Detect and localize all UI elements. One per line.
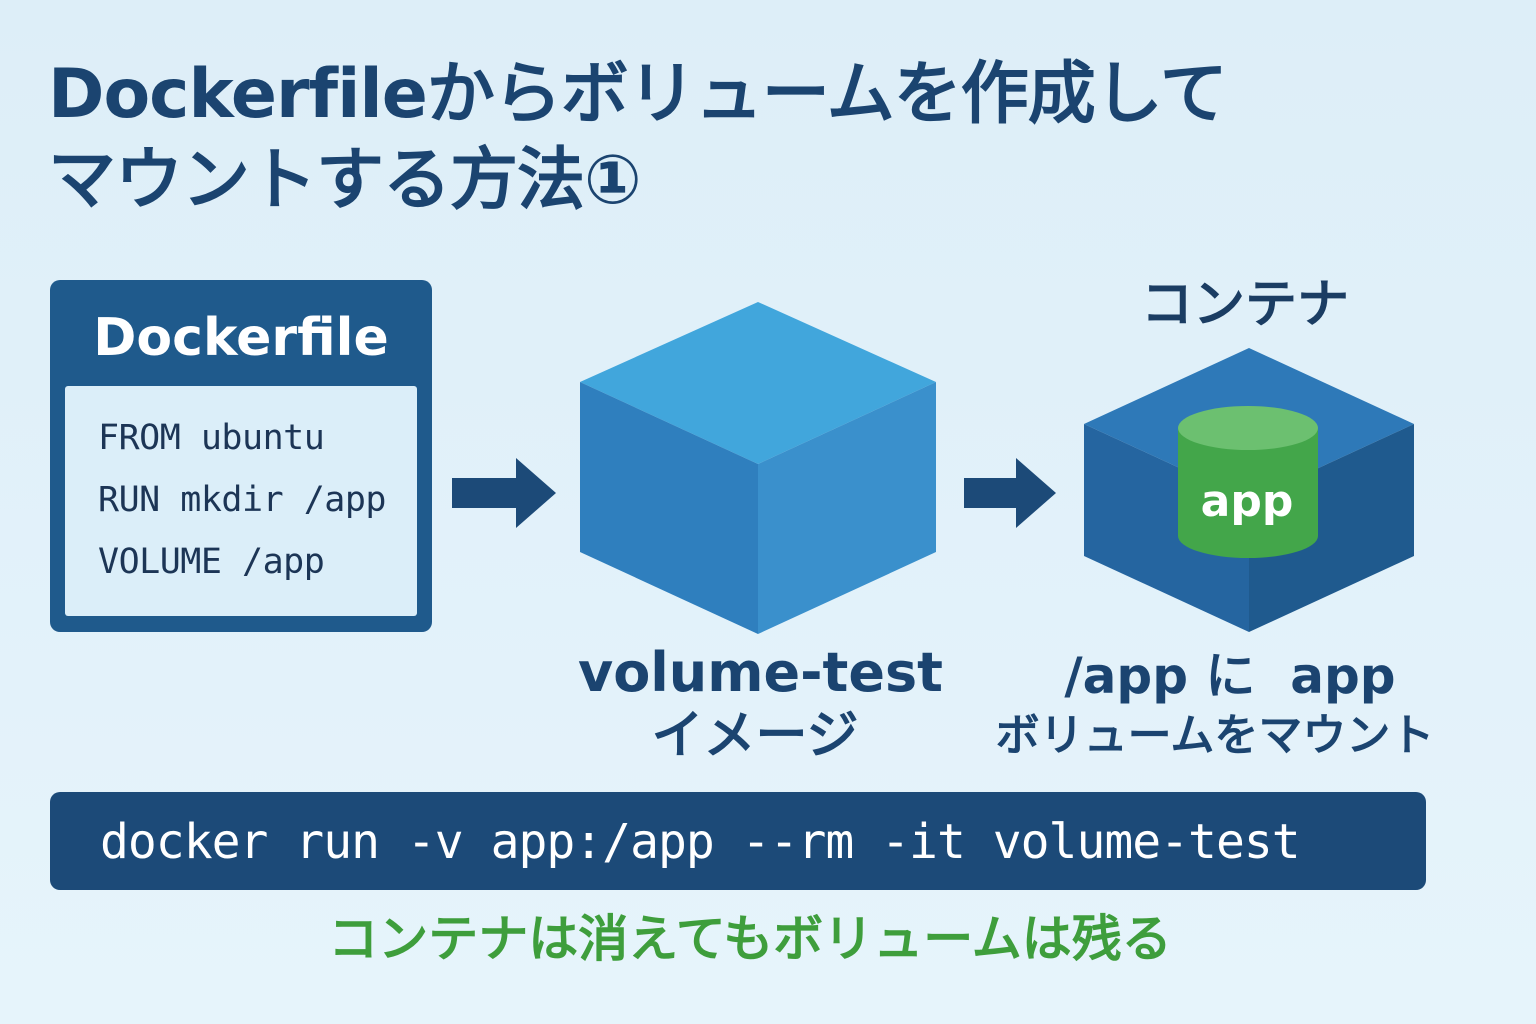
image-caption: イメージ <box>651 706 859 766</box>
command-bar <box>50 792 1426 890</box>
page-title-line1: Dockerfileからボリュームを作成して <box>48 55 1228 134</box>
dockerfile-line-volume: VOLUME /app <box>98 542 325 582</box>
page-title-line2: マウントする方法① <box>48 141 642 220</box>
arrow-right-icon <box>964 458 1056 528</box>
note-text: コンテナは消えてもボリュームは残る <box>328 910 1172 968</box>
volume-label: app <box>1200 476 1294 527</box>
container-caption-line2: ボリュームをマウント <box>995 710 1435 761</box>
image-name: volume-test <box>578 641 943 704</box>
container-caption-line1: /app に app <box>1064 647 1396 705</box>
container-heading: コンテナ <box>1140 275 1349 335</box>
container-cube-icon <box>1084 348 1414 632</box>
cube-icon <box>580 302 936 634</box>
dockerfile-heading-wrap: Dockerfile <box>50 306 432 370</box>
dockerfile-line-from: FROM ubuntu <box>98 418 325 458</box>
command-text: docker run -v app:/app --rm -it volume-t… <box>100 814 1301 870</box>
dockerfile-line-run: RUN mkdir /app <box>98 480 387 520</box>
dockerfile-heading: Dockerfile <box>93 308 389 368</box>
volume-cylinder-icon <box>1178 406 1318 558</box>
page-title: Dockerfileからボリュームを作成して マウントする方法① <box>48 52 1348 224</box>
arrow-right-icon <box>452 458 556 528</box>
dockerfile-code-panel <box>65 386 417 616</box>
